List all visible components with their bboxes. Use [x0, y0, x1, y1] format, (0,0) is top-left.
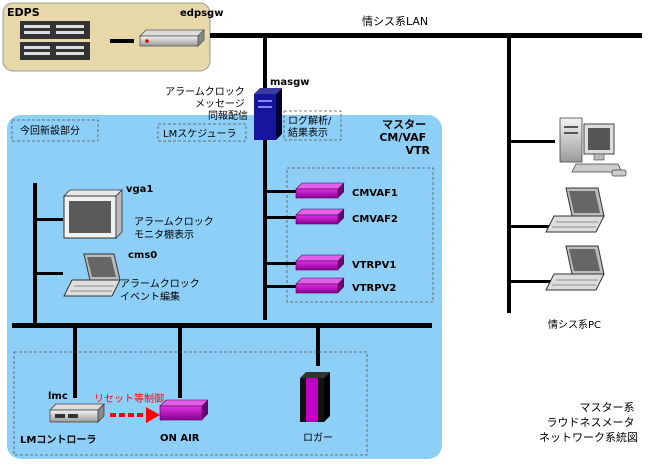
edps-server-icon — [20, 21, 90, 60]
master-title: マスター CM/VAF VTR — [379, 118, 430, 157]
cms0-label: cms0 — [128, 250, 157, 261]
diagram-caption: マスター系 ラウドネスメータ ネットワーク系統図 — [539, 401, 638, 444]
laptop-pc-icon — [545, 245, 605, 291]
log-analysis-label: ログ解析/ 結果表示 — [288, 114, 335, 139]
master-horizontal-bus — [12, 323, 432, 328]
vga1-label: vga1 — [126, 184, 153, 195]
reset-arrow-icon — [110, 407, 160, 423]
edpsgw-router-icon — [139, 29, 205, 47]
vtrpv1-device-icon — [295, 254, 345, 271]
lmc-drop-line — [73, 328, 77, 398]
vtrpv2-branch — [267, 285, 297, 288]
desktop-pc-icon — [559, 117, 627, 177]
edps-label: EDPS — [7, 6, 40, 19]
alarm-broadcast-label: アラームクロック メッセージ 同報配信 — [165, 86, 248, 122]
logger-drop-line — [316, 328, 320, 366]
pc2-branch — [511, 225, 555, 228]
bottom-devices-box — [13, 351, 368, 456]
logger-label: ロガー — [303, 432, 333, 444]
cms0-description: アラームクロック イベント編集 — [120, 278, 203, 303]
cmvaf1-device-icon — [295, 182, 345, 199]
vtrpv2-label: VTRPV2 — [352, 283, 396, 294]
logger-device-icon — [300, 372, 330, 422]
cmvaf2-label: CMVAF2 — [352, 214, 398, 225]
log-analysis-box — [283, 110, 342, 141]
onair-drop-line — [178, 328, 182, 398]
scheduler-label: LMスケジューラ — [163, 128, 237, 140]
vtrpv1-label: VTRPV1 — [352, 260, 396, 271]
pc1-branch — [511, 140, 555, 143]
cmvaf2-device-icon — [295, 208, 345, 225]
master-devices-box — [286, 167, 434, 303]
cms0-branch — [37, 272, 63, 275]
onair-label: ON AIR — [160, 433, 200, 444]
scheduler-box — [157, 123, 247, 142]
vga1-monitor-icon — [63, 189, 123, 239]
masgw-down-line — [263, 140, 267, 320]
onair-device-icon — [159, 399, 209, 421]
new-section-box — [11, 119, 99, 142]
lan-backbone — [210, 33, 642, 38]
pc-group-label: 情シス系PC — [548, 318, 601, 331]
cmvaf1-branch — [267, 190, 297, 193]
masgw-drop-line — [263, 38, 267, 90]
lm-controller-label: LMコントローラ — [20, 434, 96, 446]
left-vertical-bus — [33, 183, 37, 325]
vtrpv1-branch — [267, 262, 297, 265]
lmc-label: lmc — [48, 391, 68, 402]
edpsgw-label: edpsgw — [180, 8, 223, 19]
pc-drop-line — [507, 38, 511, 313]
reset-control-label: リセット等制御 — [94, 392, 164, 405]
cms0-laptop-icon — [63, 253, 121, 297]
laptop-pc-icon — [545, 187, 605, 233]
cmvaf1-label: CMVAF1 — [352, 188, 398, 199]
lm-controller-icon — [49, 403, 105, 423]
masgw-server-icon — [254, 88, 282, 140]
lan-label: 情シス系LAN — [362, 15, 428, 28]
masgw-label: masgw — [270, 77, 310, 88]
cmvaf2-branch — [267, 216, 297, 219]
pc3-branch — [511, 280, 555, 283]
new-section-label: 今回新設部分 — [20, 124, 80, 137]
vga1-description: アラームクロック モニタ棚表示 — [134, 216, 217, 241]
vga1-branch — [37, 218, 63, 221]
vtrpv2-device-icon — [295, 277, 345, 294]
edps-link-line — [110, 39, 134, 43]
